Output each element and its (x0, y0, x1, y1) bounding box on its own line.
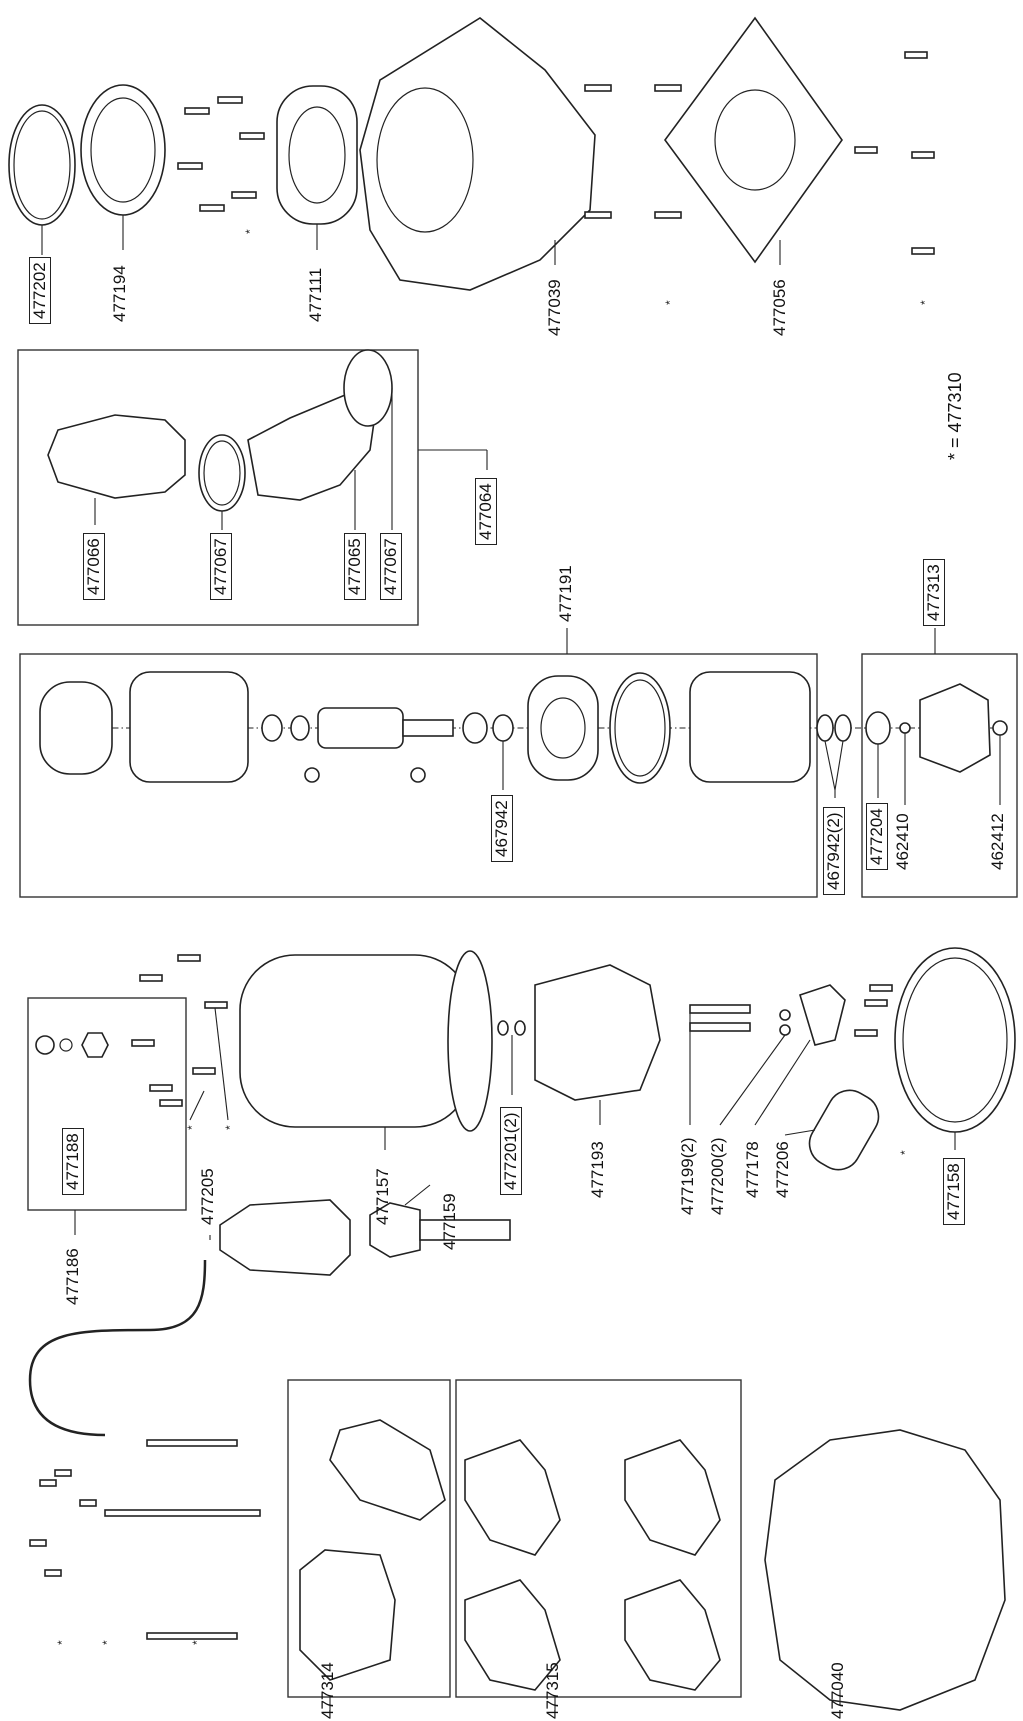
label-477158: 477158 (943, 1158, 965, 1225)
handle-477315-c (464, 1579, 561, 1691)
label-477065: 477065 (344, 533, 366, 600)
base-plate-477056 (664, 16, 843, 264)
label-477205: 477205 (198, 1168, 217, 1225)
label-467942: 467942 (491, 795, 513, 862)
label-477066: 477066 (83, 533, 105, 600)
label-477194: 477194 (110, 265, 129, 322)
impeller-477313 (919, 683, 991, 773)
housing-477039 (359, 17, 596, 291)
motor-rotor (317, 707, 404, 749)
label-477191: 477191 (556, 565, 575, 622)
screws-bottom (854, 984, 893, 1037)
star-mark: * (243, 229, 257, 234)
long-bolt-3 (146, 1632, 238, 1640)
star-mark: * (223, 1125, 237, 1130)
nut-477194 (80, 84, 166, 216)
star-mark: * (663, 300, 677, 305)
label-477204: 477204 (866, 803, 888, 870)
label-477186: 477186 (63, 1248, 82, 1305)
label-477201-x2: 477201(2) (500, 1107, 522, 1195)
motor-o-ring (609, 672, 671, 784)
handle-half-477314-a (299, 1549, 396, 1681)
carry-handle-477040 (764, 1429, 1006, 1711)
hose-adapter-477066 (47, 414, 186, 499)
label-477111: 477111 (306, 267, 325, 322)
label-477188: 477188 (62, 1128, 84, 1195)
cable-gland-477205 (219, 1199, 351, 1276)
long-bolt-2 (104, 1509, 261, 1517)
label-477206: 477206 (773, 1141, 792, 1198)
plug-477159 (369, 1202, 421, 1258)
motor-sleeve (689, 671, 811, 783)
handle-477315-a (464, 1439, 561, 1556)
gasket-477158 (894, 947, 1016, 1133)
label-462410: 462410 (893, 813, 912, 870)
star-mark: * (190, 1640, 204, 1645)
handle-477315-d (624, 1579, 721, 1691)
label-477202: 477202 (29, 257, 51, 324)
label-477193: 477193 (588, 1141, 607, 1198)
o-ring-477067-a (198, 434, 246, 512)
label-477039: 477039 (545, 279, 564, 336)
label-477315: 477315 (543, 1662, 562, 1719)
label-477199-x2: 477199(2) (678, 1137, 697, 1215)
label-477159: 477159 (440, 1193, 459, 1250)
float-arm-477178 (799, 984, 846, 1046)
screws-base (854, 51, 935, 255)
o-ring-477202 (8, 104, 76, 226)
handle-477315-b (624, 1439, 721, 1556)
label-477178: 477178 (743, 1141, 762, 1198)
screws-top (177, 96, 265, 212)
label-477056: 477056 (770, 279, 789, 336)
nut-462412 (992, 720, 1008, 736)
motor-stator (129, 671, 249, 783)
plug-477188 (35, 1035, 55, 1055)
label-477067-b: 477067 (380, 533, 402, 600)
footnote-477310: * = 477310 (945, 372, 965, 460)
label-462412: 462412 (988, 813, 1007, 870)
elbow-477065 (247, 394, 376, 501)
bearing-467942 (492, 714, 514, 742)
frame-477313-seal (861, 653, 1018, 898)
nut-477200 (779, 1009, 791, 1021)
star-mark: * (918, 300, 932, 305)
star-mark: * (55, 1640, 69, 1645)
screws-477310 (131, 954, 228, 1107)
pump-housing-477193 (534, 964, 661, 1101)
motor-housing-477157 (239, 954, 471, 1128)
frame-477064-kit (17, 349, 419, 626)
label-477200-x2: 477200(2) (708, 1137, 727, 1215)
label-467942-x2: 467942(2) (823, 807, 845, 895)
label-477064: 477064 (475, 478, 497, 545)
washer-462410 (899, 722, 911, 734)
label-477314: 477314 (318, 1662, 337, 1719)
frame-477186-kit (27, 997, 187, 1211)
bolt-477199 (689, 1004, 751, 1014)
label-477067-a: 477067 (210, 533, 232, 600)
frame-477314 (287, 1379, 451, 1698)
long-bolt-1 (146, 1439, 238, 1447)
motor-flange (527, 675, 599, 781)
frame-477191-motor (19, 653, 818, 898)
screws-housing (584, 84, 682, 219)
star-mark: * (185, 1125, 199, 1130)
o-ring-477067-b (343, 349, 393, 427)
handle-half-477314-b (329, 1419, 446, 1521)
star-mark: * (898, 1150, 912, 1155)
label-477313: 477313 (923, 559, 945, 626)
seal-477204 (865, 711, 891, 745)
label-477157: 477157 (373, 1168, 392, 1225)
frame-477315 (455, 1379, 742, 1698)
screws-477310-handle (29, 1469, 97, 1577)
label-477040: 477040 (828, 1662, 847, 1719)
star-mark: * (100, 1640, 114, 1645)
motor-cap (39, 681, 113, 775)
float-477206 (808, 1089, 880, 1171)
power-cable (28, 1259, 207, 1437)
